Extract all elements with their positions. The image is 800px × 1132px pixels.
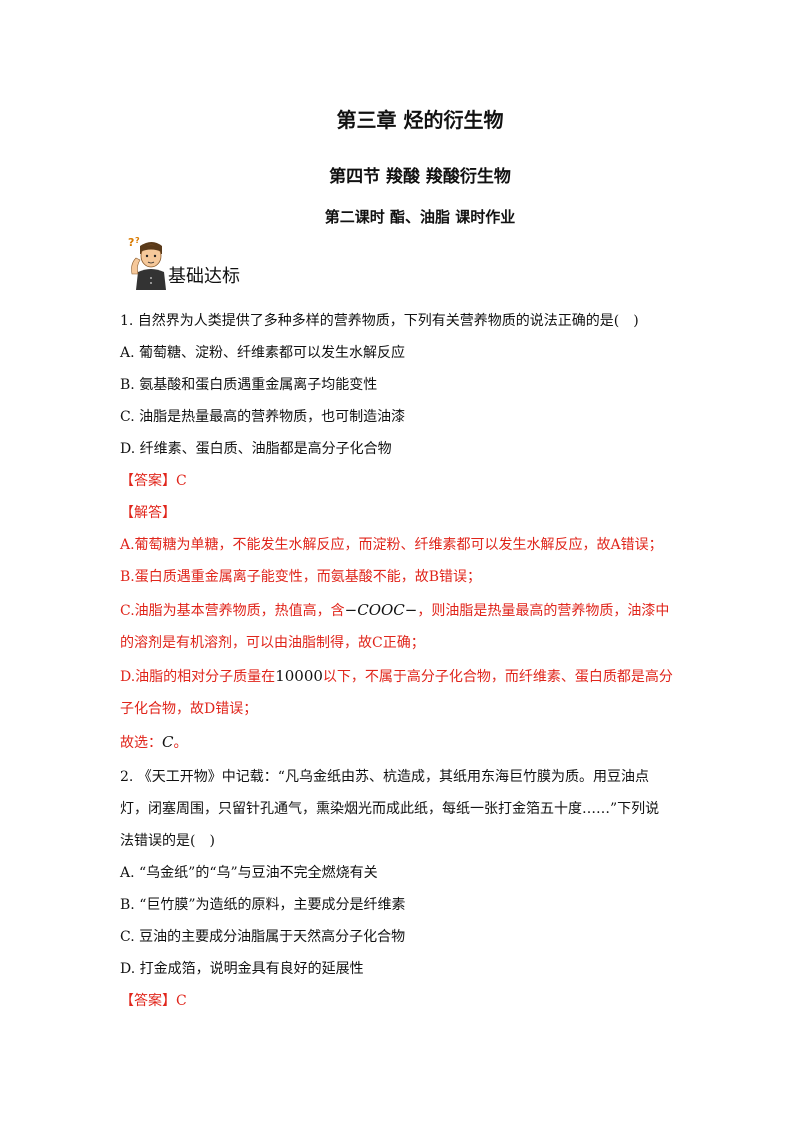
section-label: 基础达标 xyxy=(168,266,240,287)
lesson-title: 第二课时 酯、油脂 课时作业 xyxy=(324,208,516,226)
q1-analysis-c-line2: 的溶剂是有机溶剂，可以由油脂制得，故C正确； xyxy=(120,635,425,651)
q1-analysis-c-post: ，则油脂是热量最高的营养物质，油漆中 xyxy=(417,603,670,619)
svg-text:?: ? xyxy=(135,236,140,245)
molecular-mass-value: 10000 xyxy=(275,667,323,685)
q2-answer: 【答案】C xyxy=(120,993,187,1009)
q1-analysis-d-post: 以下，不属于高分子化合物，而纤维素、蛋白质都是高分 xyxy=(322,669,673,685)
q1-answer: 【答案】C xyxy=(120,473,187,489)
q2-option-c: C. 豆油的主要成分油脂属于天然高分子化合物 xyxy=(120,929,406,945)
q1-choice-letter: C xyxy=(162,733,174,751)
q2-stem-line3: 法错误的是( ) xyxy=(120,833,215,849)
q2-stem-line1: 2. 《天工开物》中记载：“凡乌金纸由苏、杭造成，其纸用东海巨竹膜为质。用豆油点 xyxy=(120,769,649,785)
section-title: 第四节 羧酸 羧酸衍生物 xyxy=(329,167,511,187)
q2-option-b: B. “巨竹膜”为造纸的原料，主要成分是纤维素 xyxy=(120,897,406,913)
q1-option-a: A. 葡萄糖、淀粉、纤维素都可以发生水解反应 xyxy=(120,345,406,361)
q2-stem-line2: 灯，闭塞周围，只留针孔通气，熏染烟光而成此纸，每纸一张打金箔五十度……”下列说 xyxy=(120,801,660,817)
q1-analysis-a: A.葡萄糖为单糖，不能发生水解反应，而淀粉、纤维素都可以发生水解反应，故A错误； xyxy=(120,537,663,553)
q1-analysis-b: B.蛋白质遇重金属离子能变性，而氨基酸不能，故B错误； xyxy=(120,569,482,585)
q1-analysis-d-line1: D.油脂的相对分子质量在10000以下，不属于高分子化合物，而纤维素、蛋白质都是… xyxy=(120,666,673,686)
q2-option-d: D. 打金成箔，说明金具有良好的延展性 xyxy=(120,961,364,977)
q1-option-b: B. 氨基酸和蛋白质遇重金属离子均能变性 xyxy=(120,377,378,393)
q1-analysis-d-line2: 子化合物，故D错误； xyxy=(120,701,258,717)
q1-analysis-d-pre: D.油脂的相对分子质量在 xyxy=(120,669,276,685)
q1-option-c: C. 油脂是热量最高的营养物质，也可制造油漆 xyxy=(120,409,406,425)
q1-analysis-c-pre: C.油脂为基本营养物质，热值高，含 xyxy=(120,603,345,619)
q1-option-d: D. 纤维素、蛋白质、油脂都是高分子化合物 xyxy=(120,441,392,457)
chapter-title: 第三章 烃的衍生物 xyxy=(336,108,504,132)
thinking-student-icon: ? ? xyxy=(128,236,166,290)
q1-choice-post: 。 xyxy=(173,735,188,751)
q1-stem: 1. 自然界为人类提供了多种多样的营养物质，下列有关营养物质的说法正确的是( ) xyxy=(120,313,639,329)
q1-analysis-c-line1: C.油脂为基本营养物质，热值高，含−COOC−，则油脂是热量最高的营养物质，油漆… xyxy=(120,600,669,620)
ester-group-formula: −COOC− xyxy=(344,601,418,619)
q1-choice-pre: 故选： xyxy=(120,735,162,751)
q1-choice: 故选：C。 xyxy=(120,732,187,752)
svg-text:?: ? xyxy=(128,236,134,249)
section-header: ? ? 基础达标 xyxy=(122,234,422,290)
q2-option-a: A. “乌金纸”的“乌”与豆油不完全燃烧有关 xyxy=(120,865,378,881)
q1-analysis-head: 【解答】 xyxy=(120,505,176,521)
